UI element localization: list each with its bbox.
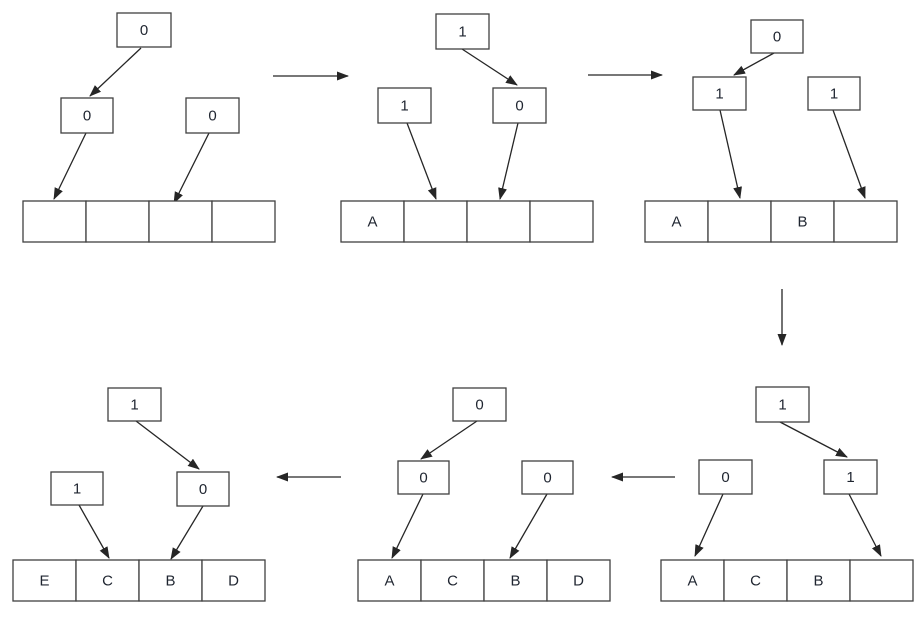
array-cell xyxy=(138,559,203,602)
tree-arrow xyxy=(719,109,742,199)
array-cell xyxy=(85,200,150,243)
tree-arrow xyxy=(170,505,204,560)
tree-arrow xyxy=(461,48,518,86)
array-cell-label: C xyxy=(102,573,113,590)
tree-arrow xyxy=(53,132,87,200)
array-cell xyxy=(786,559,851,602)
tree-node-box xyxy=(60,97,114,134)
array-cell-label: B xyxy=(813,573,823,590)
tree-node-label: 0 xyxy=(140,22,148,39)
array-cell xyxy=(833,200,898,243)
array-cell xyxy=(660,559,725,602)
tree-arrow xyxy=(391,493,424,559)
tree-node-label: 0 xyxy=(419,470,427,487)
array-cell xyxy=(357,559,422,602)
array-cell xyxy=(546,559,611,602)
array-cell xyxy=(420,559,485,602)
tree-node-box xyxy=(50,471,104,506)
tree-node-box xyxy=(435,13,490,50)
tree-node-box xyxy=(521,460,574,495)
tree-node-label: 0 xyxy=(199,481,207,498)
panel-step-1: 0 0 0 xyxy=(22,12,276,243)
array-cell-label: B xyxy=(165,573,175,590)
array-cell xyxy=(707,200,772,243)
array-cell-label: A xyxy=(687,573,697,590)
tree-node-label: 1 xyxy=(715,86,723,103)
tree-node-label: 1 xyxy=(846,469,854,486)
tree-node-label: 0 xyxy=(475,397,483,414)
tree-node-box xyxy=(185,97,240,134)
tree-arrow xyxy=(733,52,775,76)
tree-arrow xyxy=(135,420,200,470)
tree-arrow xyxy=(78,504,110,559)
panel-step-6: 1 0 1A C B xyxy=(660,386,914,602)
tree-node-box xyxy=(807,76,861,111)
array-cell-label: E xyxy=(39,573,49,590)
tree-node-box xyxy=(107,387,162,422)
array-cell xyxy=(340,200,405,243)
panel-step-3: 0 1 1A B xyxy=(644,19,898,243)
tree-node-box xyxy=(452,387,507,422)
tree-arrow xyxy=(779,421,848,458)
array-cell-label: C xyxy=(447,573,458,590)
array-cell-label: D xyxy=(228,573,239,590)
tree-node-label: 1 xyxy=(778,397,786,414)
tree-node-label: 1 xyxy=(73,481,81,498)
panel-step-2: 1 1 0A xyxy=(340,13,594,243)
array-cell-label: B xyxy=(510,573,520,590)
array-cell-label: A xyxy=(384,573,394,590)
array-cell xyxy=(466,200,531,243)
array-cell xyxy=(211,200,276,243)
tree-node-label: 1 xyxy=(458,24,466,41)
array-cell-label: A xyxy=(671,214,681,231)
array-cell-label: D xyxy=(573,573,584,590)
tree-arrow xyxy=(406,122,437,200)
tree-node-label: 0 xyxy=(773,29,781,46)
array-cell-label: C xyxy=(750,573,761,590)
array-cell xyxy=(12,559,77,602)
array-cell xyxy=(403,200,468,243)
tree-node-label: 0 xyxy=(515,98,523,115)
panel-step-4: 1 1 0E C B D xyxy=(12,387,266,602)
array-cell xyxy=(529,200,594,243)
tree-arrow xyxy=(832,109,866,199)
tree-node-label: 1 xyxy=(830,86,838,103)
array-cell xyxy=(201,559,266,602)
tree-node-box xyxy=(397,460,450,495)
tree-node-box xyxy=(176,471,230,507)
tree-arrow xyxy=(694,493,724,557)
array-cell xyxy=(849,559,914,602)
tree-arrow xyxy=(498,122,519,200)
tree-node-box xyxy=(698,459,753,495)
tree-node-label: 0 xyxy=(543,470,551,487)
tree-node-label: 1 xyxy=(130,397,138,414)
tree-node-box xyxy=(377,87,432,124)
tree-arrow xyxy=(173,132,210,204)
array-cell-label: A xyxy=(367,214,377,231)
array-cell xyxy=(483,559,548,602)
tree-node-label: 1 xyxy=(400,98,408,115)
tree-node-box xyxy=(750,19,804,54)
tree-node-label: 0 xyxy=(721,469,729,486)
tree-arrow xyxy=(420,420,478,460)
panel-step-5: 0 0 0A C B D xyxy=(357,387,611,602)
tree-node-box xyxy=(116,12,172,48)
tree-arrow xyxy=(848,493,882,557)
array-cell xyxy=(148,200,213,243)
tree-node-box xyxy=(492,87,547,124)
tree-node-box xyxy=(692,76,747,111)
tree-arrow xyxy=(509,493,548,559)
array-cell xyxy=(644,200,709,243)
array-cell xyxy=(22,200,87,243)
tree-arrow xyxy=(89,47,142,97)
tree-node-label: 0 xyxy=(208,108,216,125)
tree-node-label: 0 xyxy=(83,108,91,125)
tree-node-box xyxy=(823,459,878,495)
array-cell-label: B xyxy=(797,214,807,231)
tree-node-box xyxy=(755,386,810,423)
